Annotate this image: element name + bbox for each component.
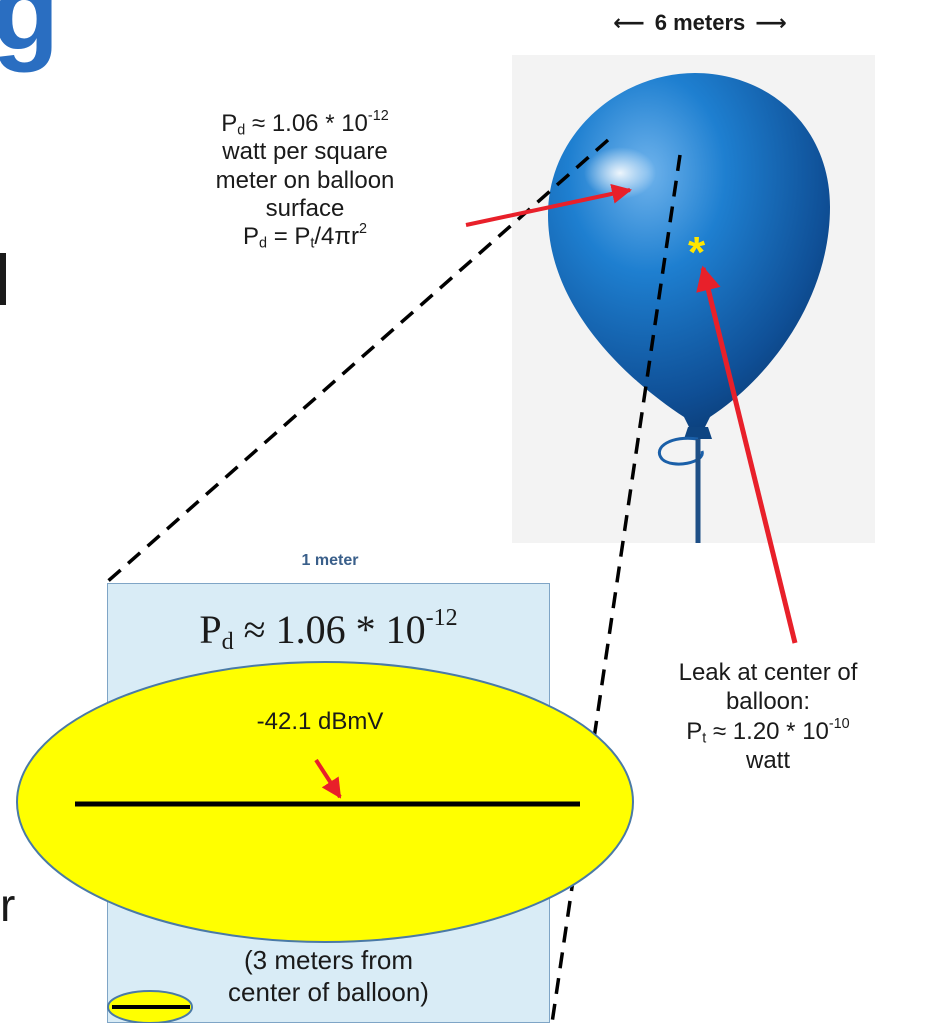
slide-title-fragment: g (0, 0, 62, 73)
surface-unit-line-1: watt per square (222, 138, 388, 166)
leak-power-line: Pt ≈ 1.20 * 10-10 (686, 715, 850, 747)
surface-power-note: Pd ≈ 1.06 * 10-12 watt per square meter … (130, 108, 480, 252)
patch-power-value: Pd ≈ 1.06 * 10-12 (199, 605, 458, 655)
surface-power-line: Pd ≈ 1.06 * 10-12 (221, 108, 389, 139)
leak-unit: watt (745, 746, 790, 774)
leak-note: Leak at center of balloon: Pt ≈ 1.20 * 1… (618, 658, 918, 775)
balloon-highlight (584, 147, 656, 199)
surface-unit-line-2: meter on balloon (215, 166, 395, 194)
surface-formula: Pd = Pt/4πr2 (243, 221, 367, 252)
leak-note-line-2: balloon: (725, 688, 811, 716)
leak-star-icon: * (688, 228, 706, 277)
surface-unit-line-3: surface (265, 194, 345, 222)
signal-level-label: -42.1 dBmV (256, 708, 384, 735)
arrow-left-icon: ⟵ (613, 10, 645, 35)
patch-distance-line-1: (3 meters from (243, 945, 414, 975)
balloon-photo (512, 55, 875, 543)
arrow-right-icon: ⟶ (755, 10, 787, 35)
leak-note-line-1: Leak at center of (678, 659, 858, 686)
patch-distance-note: (3 meters from center of balloon) (107, 945, 550, 1008)
patch-size-label: 1 meter (301, 552, 359, 569)
left-text-fragment-bar (0, 253, 6, 305)
balloon-width-label: ⟵ 6 meters ⟶ (540, 10, 860, 36)
left-text-fragment: r (0, 879, 16, 931)
patch-distance-line-2: center of balloon) (228, 976, 429, 1007)
width-label-text: 6 meters (654, 10, 746, 35)
